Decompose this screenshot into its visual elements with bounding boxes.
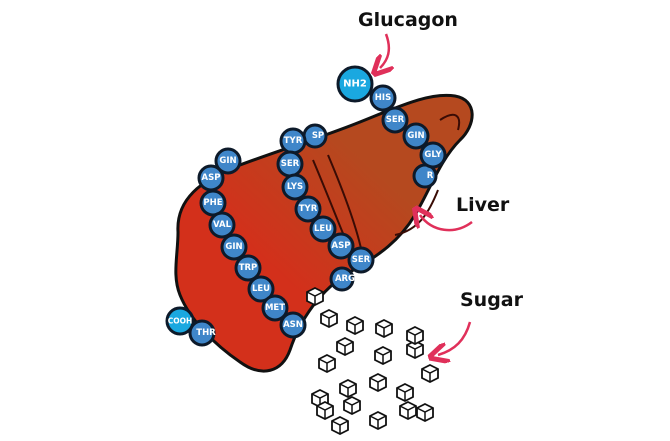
svg-text:ASN: ASN	[283, 320, 303, 330]
svg-text:ASP: ASP	[202, 173, 221, 183]
svg-text:NH2: NH2	[343, 79, 367, 90]
svg-text:COOH: COOH	[168, 317, 193, 326]
sugar-cubes	[306, 287, 439, 435]
bead-phe: PHE	[199, 189, 227, 217]
svg-text:LEU: LEU	[314, 224, 332, 234]
amino-acid-chain: R SP ARG NH2 HIS SER GIN GLY TYR SER LYS…	[165, 65, 447, 347]
svg-text:HIS: HIS	[375, 93, 391, 103]
svg-text:GLY: GLY	[424, 150, 442, 160]
svg-text:TYR: TYR	[299, 204, 318, 214]
svg-text:THR: THR	[196, 328, 216, 338]
sugar-arrow	[438, 321, 472, 355]
bead-leu: LEU	[309, 215, 337, 243]
bead-tyr: TYR	[294, 195, 322, 223]
cooh-terminus: COOH	[165, 306, 195, 336]
bead-trp: TRP	[234, 254, 262, 282]
svg-text:LYS: LYS	[287, 182, 303, 192]
bead-arg: ARG	[329, 266, 355, 292]
bead-ser: SER	[347, 246, 375, 274]
bead-gin: GIN	[214, 147, 242, 175]
bead-gin: GIN	[402, 122, 430, 150]
svg-text:MET: MET	[265, 303, 285, 313]
svg-text:ASP: ASP	[332, 241, 351, 251]
svg-text:VAL: VAL	[213, 220, 232, 230]
bead-sp: SP	[302, 123, 328, 149]
bead-lys: LYS	[281, 173, 309, 201]
bead-gin: GIN	[220, 233, 248, 261]
sugar-label: Sugar	[460, 289, 524, 311]
svg-text:TRP: TRP	[239, 263, 258, 273]
svg-text:SER: SER	[352, 255, 371, 265]
nh2-terminus: NH2	[336, 65, 374, 103]
svg-text:SP: SP	[312, 131, 324, 141]
bead-met: MET	[261, 294, 289, 322]
svg-text:GIN: GIN	[407, 131, 424, 141]
bead-his: HIS	[369, 84, 397, 112]
svg-text:GIN: GIN	[219, 156, 236, 166]
bead-tyr: TYR	[279, 127, 307, 155]
glucagon-arrow	[380, 33, 389, 68]
bead-asp: ASP	[197, 164, 225, 192]
bead-thr: THR	[188, 319, 216, 347]
bead-val: VAL	[208, 211, 236, 239]
liver-fold-lines	[312, 113, 460, 263]
svg-text:SER: SER	[386, 115, 405, 125]
bead-asp: ASP	[327, 232, 355, 260]
bead-asn: ASN	[279, 311, 307, 339]
svg-text:ARG: ARG	[335, 274, 355, 284]
liver-label: Liver	[456, 194, 510, 216]
bead-leu: LEU	[247, 275, 275, 303]
bead-ser: SER	[276, 150, 304, 178]
svg-text:LEU: LEU	[252, 284, 270, 294]
svg-text:PHE: PHE	[203, 198, 222, 208]
svg-text:TYR: TYR	[284, 136, 303, 146]
bead-ser: SER	[381, 106, 409, 134]
liver-arrow	[420, 215, 473, 232]
glucagon-label: Glucagon	[358, 9, 458, 31]
svg-text:GIN: GIN	[225, 242, 242, 252]
svg-text:SER: SER	[281, 159, 300, 169]
svg-text:R: R	[427, 171, 434, 181]
bead-gly: GLY	[419, 141, 447, 169]
